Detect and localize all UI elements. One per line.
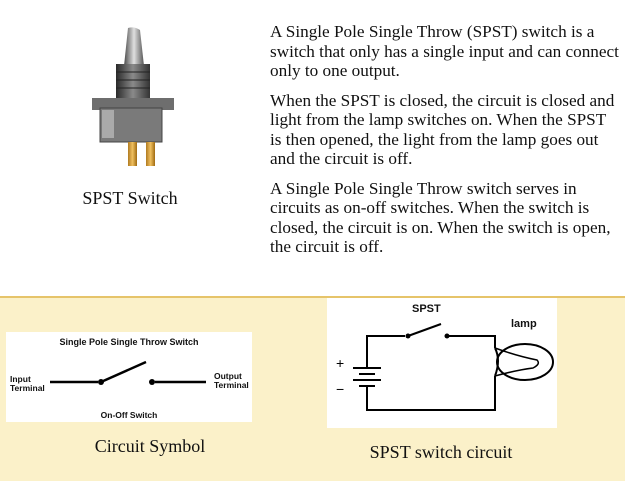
circuit-symbol-caption: Circuit Symbol — [94, 436, 206, 456]
paragraph-3: A Single Pole Single Throw switch serves… — [270, 178, 611, 257]
paragraph-2: When the SPST is closed, the circuit is … — [270, 90, 615, 169]
on-off-switch-label: On-Off Switch — [100, 410, 158, 420]
lamp-label: lamp — [511, 318, 537, 330]
paragraph-1: A Single Pole Single Throw (SPST) switch… — [270, 22, 619, 80]
circuit-caption: SPST switch circuit — [369, 442, 513, 462]
battery-minus-sign: − — [336, 381, 344, 397]
output-label-line2: Terminal — [214, 380, 249, 390]
description-text: A Single Pole Single Throw (SPST) switch… — [270, 22, 620, 267]
output-terminal-label: Output Terminal — [214, 372, 249, 390]
battery-plus-sign: + — [336, 355, 344, 371]
top-section: SPST Switch A Single Pole Single Throw (… — [82, 22, 620, 267]
symbol-title: Single Pole Single Throw Switch — [59, 337, 199, 347]
spst-circuit-diagram: + − SPST lamp — [327, 298, 557, 428]
circuit-symbol-diagram: Single Pole Single Throw Switch Input Te… — [6, 332, 252, 422]
circuit-drawing: + − — [336, 323, 554, 411]
output-label-line1: Output — [214, 371, 242, 381]
input-label-line2: Terminal — [10, 383, 45, 393]
input-label-line1: Input — [10, 374, 31, 384]
switch-symbol-drawing — [50, 360, 206, 385]
input-terminal-label: Input Terminal — [10, 375, 45, 393]
toggle-switch-image — [92, 27, 174, 166]
switch-caption: SPST Switch — [82, 188, 178, 208]
circuit-switch-label: SPST — [412, 303, 441, 315]
